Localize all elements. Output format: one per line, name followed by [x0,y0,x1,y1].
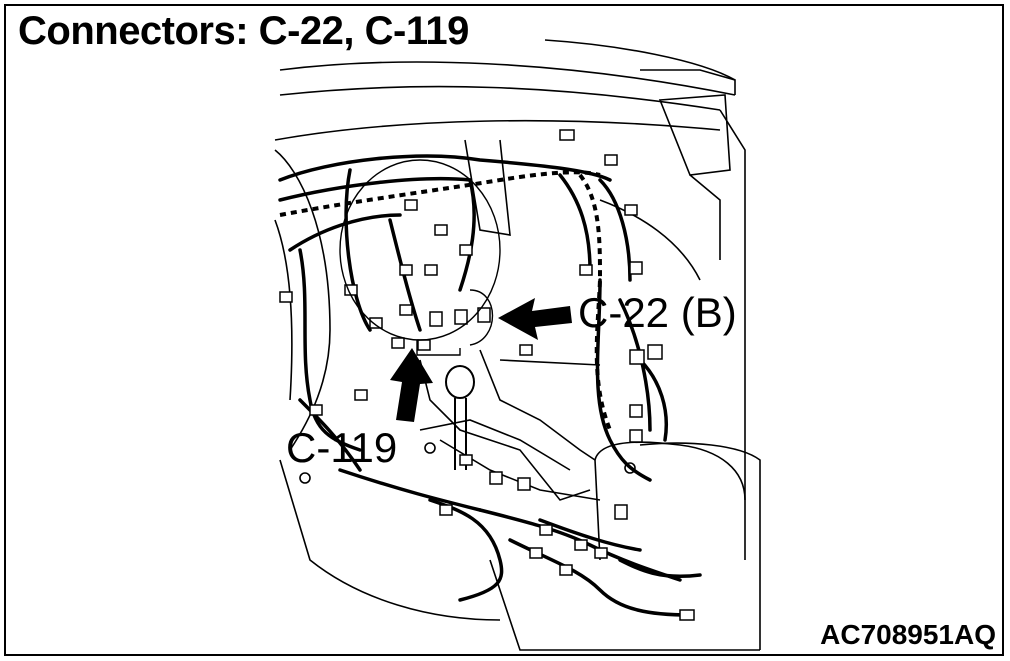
harness-tape [279,170,612,431]
ground-terminals [299,442,636,484]
connector-blocks [279,129,695,621]
dashboard-outline [274,39,761,651]
figure-id: AC708951AQ [820,619,996,650]
c119-marker [416,340,461,356]
callout-arrow-c22 [498,298,572,340]
connector-highlight-rings [339,159,501,346]
callout-label-c119: C-119 [286,424,397,471]
callout-label-c22: C-22 (B) [578,289,737,336]
diagram-title: Connectors: C-22, C-119 [18,6,477,56]
diagram-frame [4,4,1004,656]
callout-arrow-c119 [390,348,433,422]
